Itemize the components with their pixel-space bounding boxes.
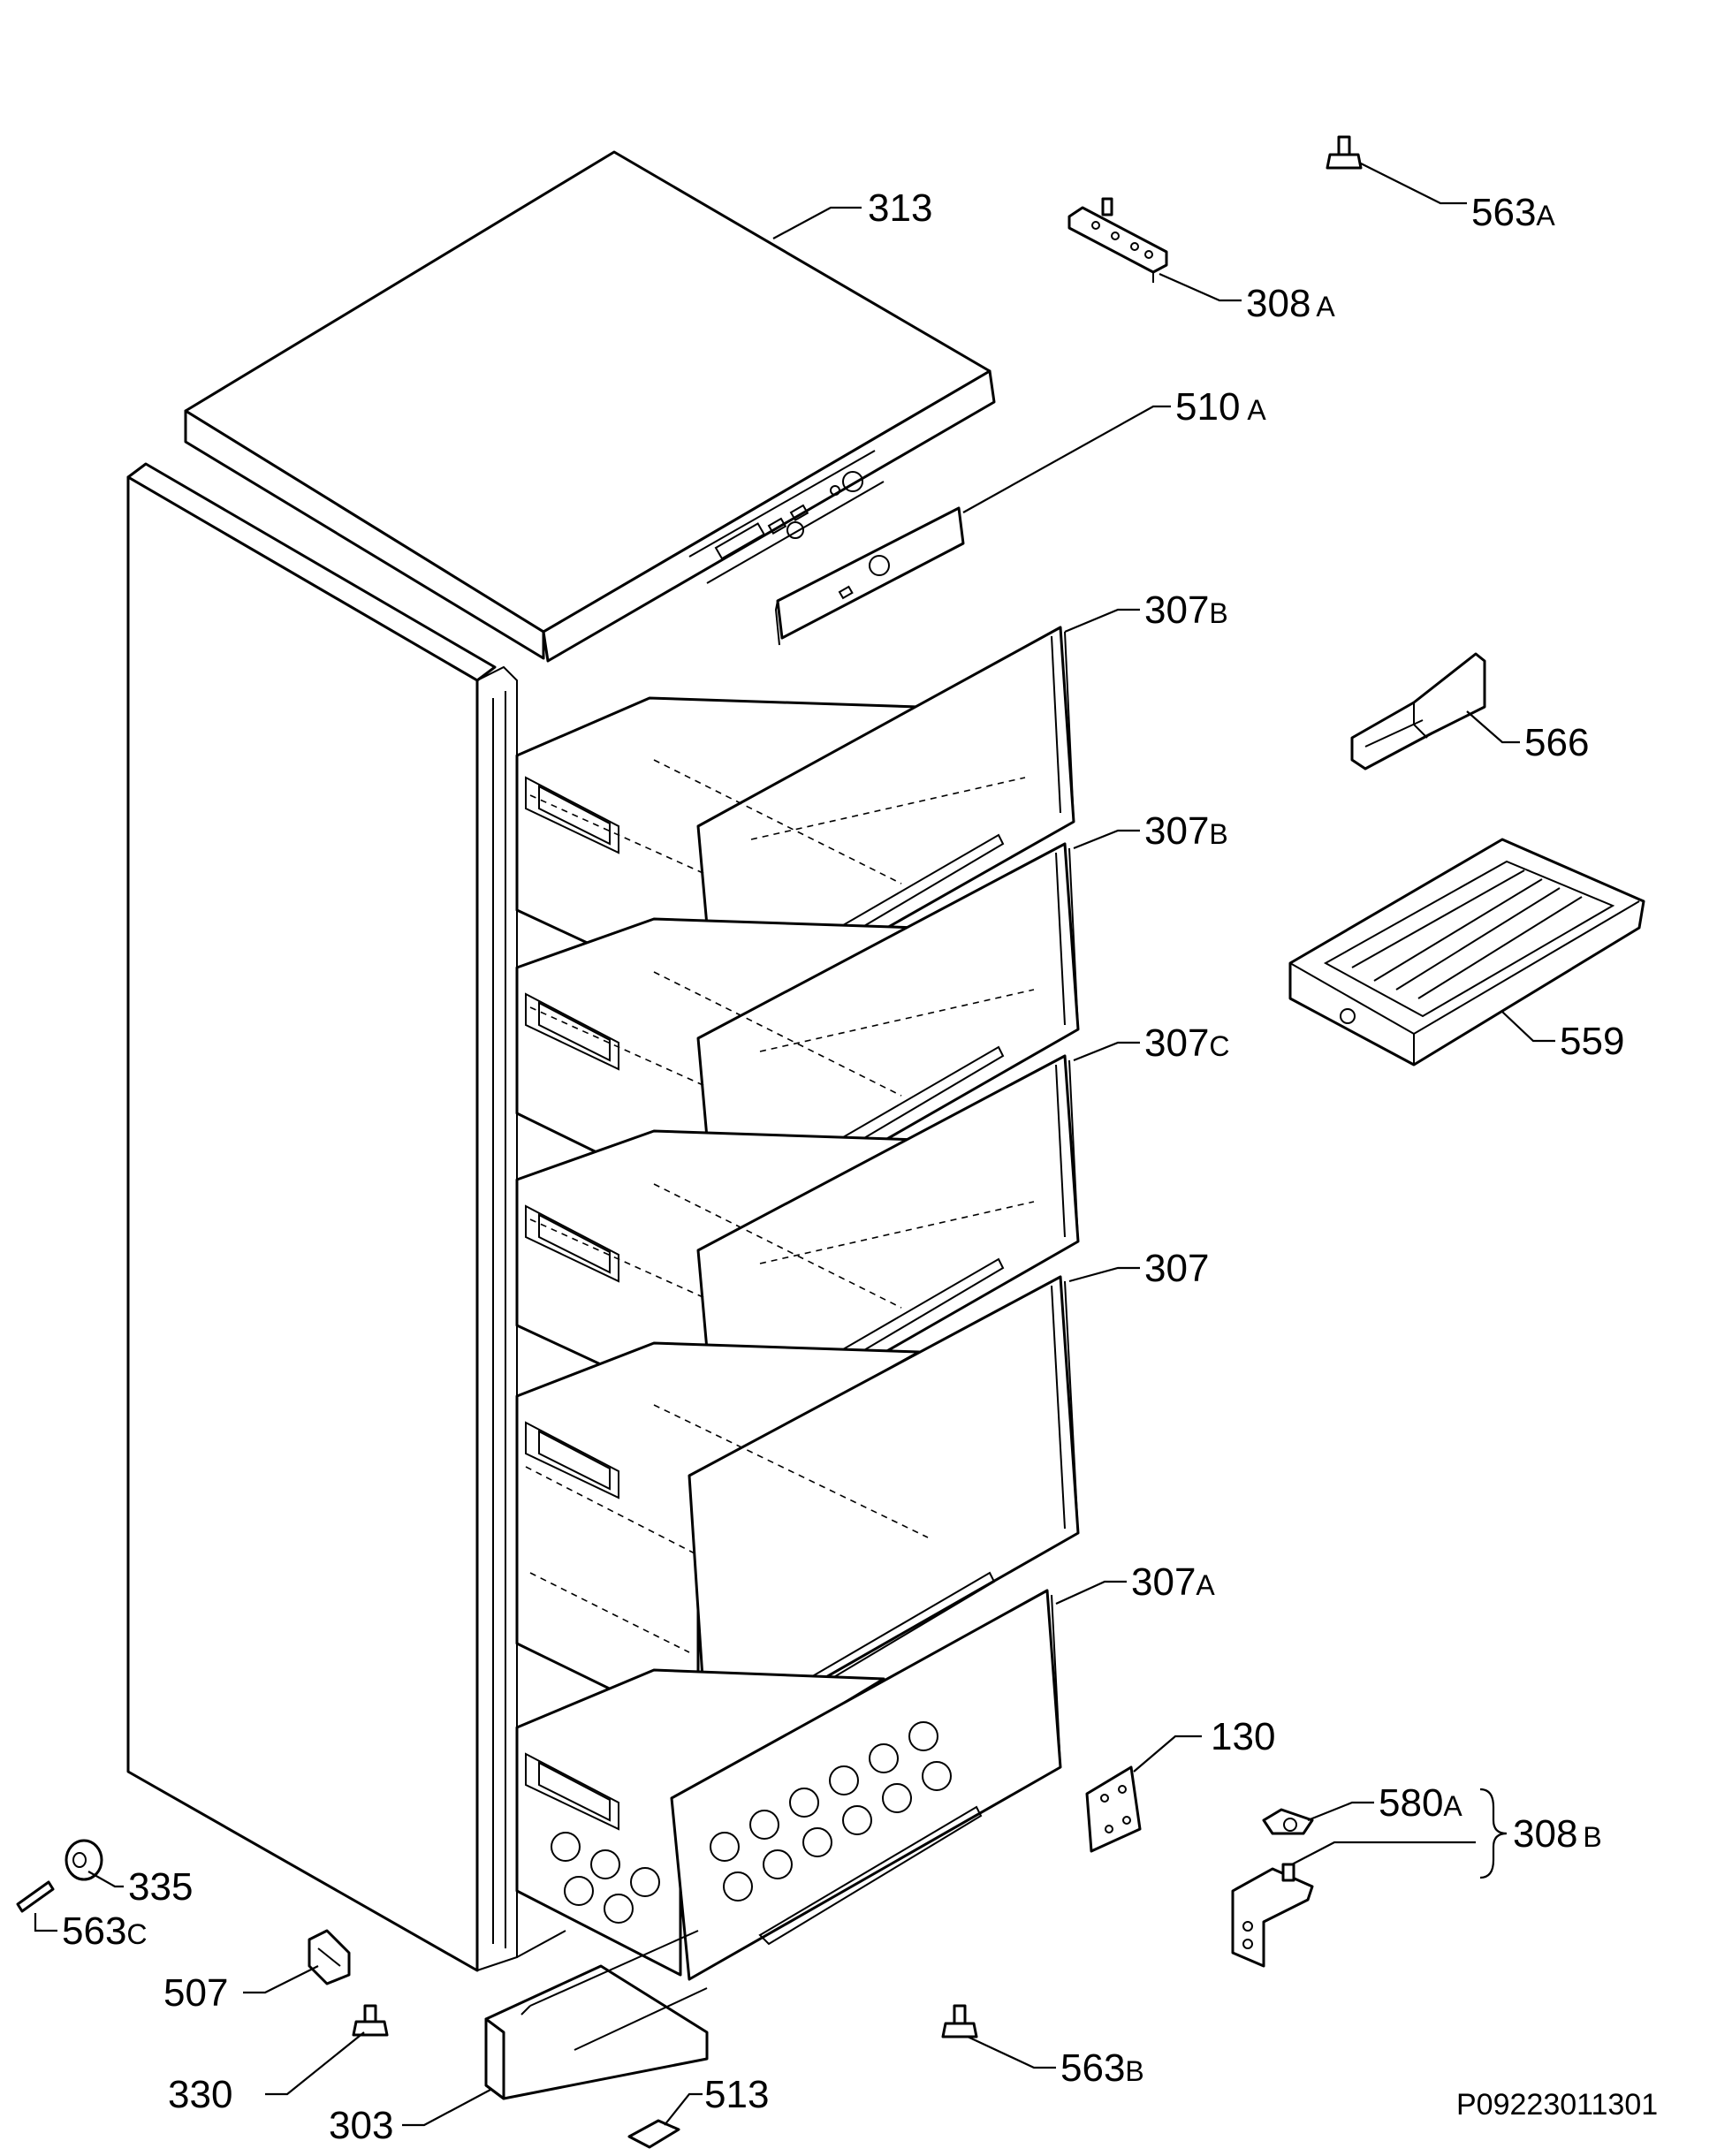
- foot-335: [65, 1839, 103, 1881]
- hinge-308a: [1067, 197, 1168, 283]
- pin-580a: [1262, 1808, 1314, 1835]
- label-307: 307: [1144, 1247, 1209, 1290]
- clip-507: [308, 1929, 351, 1985]
- pin-563c: [16, 1880, 55, 1913]
- label-307c: 307C: [1144, 1021, 1230, 1065]
- label-330: 330: [168, 2073, 232, 2116]
- drawer-307a: [515, 1589, 1062, 1981]
- label-566: 566: [1524, 721, 1589, 764]
- hinge-308b: [1231, 1863, 1314, 1968]
- label-513: 513: [704, 2073, 769, 2116]
- label-507: 507: [163, 1971, 228, 2015]
- reference-code: P09223011301: [1456, 2088, 1658, 2122]
- label-303: 303: [329, 2104, 393, 2147]
- kick-plate: [484, 1930, 709, 2100]
- label-130: 130: [1211, 1715, 1275, 1758]
- label-307a: 307A: [1131, 1560, 1215, 1604]
- ice-scraper-566: [1350, 652, 1486, 771]
- cabinet-body: [126, 462, 566, 1972]
- screw-563b: [941, 2004, 978, 2038]
- label-559: 559: [1560, 1020, 1624, 1063]
- drawer-307a-pattern: [551, 1721, 952, 1924]
- screw-330: [352, 2004, 389, 2037]
- label-335: 335: [128, 1865, 193, 1909]
- ice-tray-559: [1288, 838, 1645, 1067]
- label-563c: 563C: [62, 1909, 148, 1953]
- drawer-307: [515, 1275, 1080, 1747]
- label-313: 313: [868, 186, 932, 230]
- clip-513: [627, 2119, 680, 2149]
- plate-130: [1085, 1765, 1142, 1853]
- leader-lines: [34, 163, 1555, 2127]
- label-580a: 580A: [1379, 1781, 1462, 1825]
- label-307b-second: 307B: [1144, 809, 1228, 853]
- top-cover: [184, 150, 996, 663]
- screw-563a: [1326, 135, 1363, 170]
- label-307b-top: 307B: [1144, 588, 1228, 632]
- control-panel: [774, 506, 965, 646]
- label-563b: 563B: [1060, 2046, 1144, 2090]
- label-563a: 563A: [1471, 191, 1555, 234]
